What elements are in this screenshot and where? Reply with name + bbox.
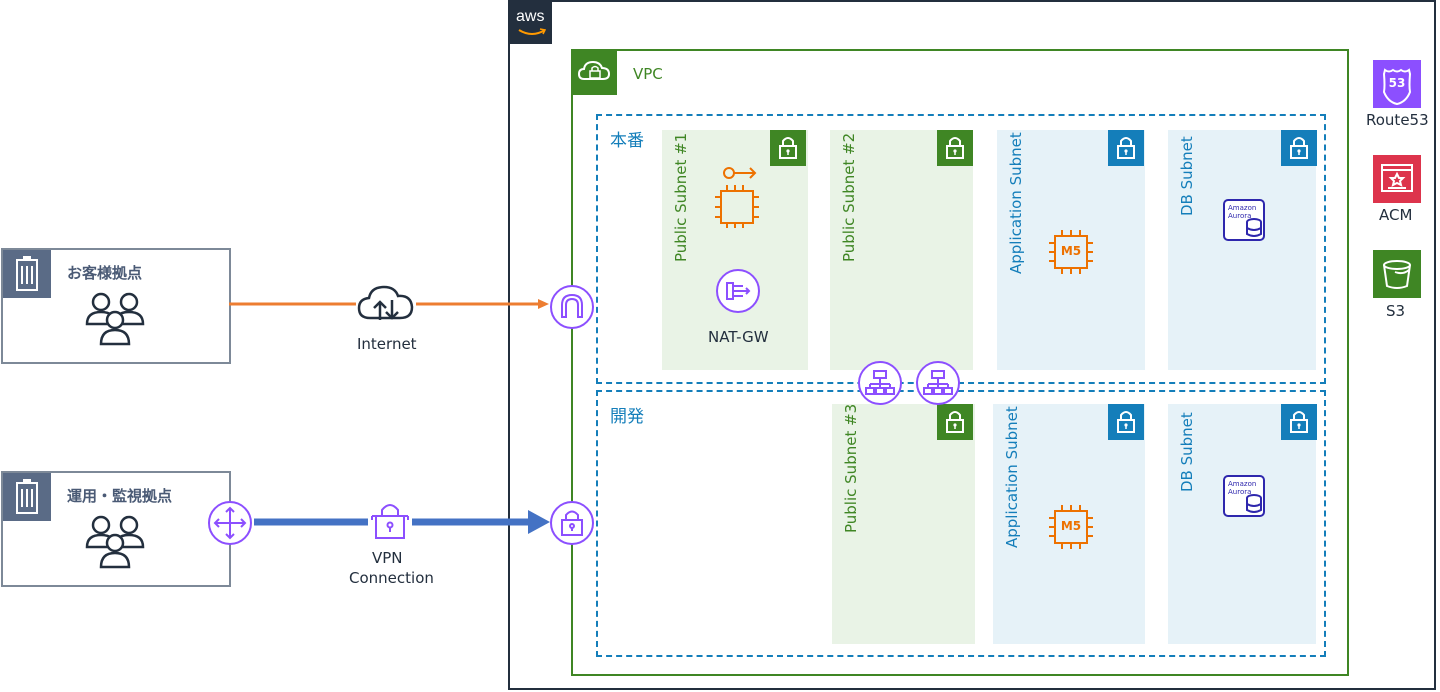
users-icon <box>83 511 149 571</box>
ops-site: 運用・監視拠点 <box>1 471 231 587</box>
internet-gateway-icon <box>549 284 595 330</box>
aurora-label-2: Aurora <box>1228 212 1252 220</box>
load-balancer-icon <box>915 360 961 406</box>
nat-instance-icon <box>713 163 761 229</box>
dev-environment: 開発 <box>596 390 1326 657</box>
ec2-instance-icon: M5 <box>1048 229 1094 275</box>
lock-icon <box>937 130 973 166</box>
aurora-label-2: Aurora <box>1228 488 1252 496</box>
customer-site-title: お客様拠点 <box>67 264 143 282</box>
internet-arrowhead <box>538 299 549 309</box>
s3-icon <box>1373 250 1421 298</box>
office-building-icon <box>3 473 51 521</box>
ops-site-title: 運用・監視拠点 <box>67 487 173 505</box>
router-icon <box>207 500 253 546</box>
ec2-instance-icon: M5 <box>1048 504 1094 550</box>
prod-environment: 本番 <box>596 114 1326 384</box>
aurora-label-1: Amazon <box>1228 480 1257 488</box>
vpc-label: VPC <box>633 65 663 83</box>
public-subnet-3 <box>832 404 975 644</box>
vpn-arrowhead <box>528 510 550 534</box>
route53-icon: 53 <box>1373 60 1421 108</box>
aws-cloud-frame: aws <box>508 0 1436 690</box>
lock-icon <box>937 404 973 440</box>
route53-label: Route53 <box>1366 111 1429 129</box>
ec2-type-label: M5 <box>1060 519 1082 533</box>
lock-icon <box>770 130 806 166</box>
customer-site: お客様拠点 <box>1 248 231 364</box>
vpn-connection-icon <box>368 498 412 544</box>
vpn-label-line2: Connection <box>349 569 434 587</box>
office-building-icon <box>3 250 51 298</box>
public-subnet-1 <box>662 130 808 370</box>
route53-badge: 53 <box>1388 76 1406 90</box>
aurora-database-icon: Amazon Aurora <box>1222 198 1268 244</box>
internet-label: Internet <box>357 335 417 353</box>
dev-application-subnet <box>993 404 1145 644</box>
prod-application-subnet <box>997 130 1145 370</box>
s3-label: S3 <box>1386 302 1406 320</box>
vpn-label-line1: VPN <box>372 549 403 567</box>
acm-icon <box>1373 155 1421 203</box>
internet-cloud-icon <box>356 284 416 326</box>
prod-environment-label: 本番 <box>610 131 644 151</box>
vpc-container: VPC <box>571 49 1349 676</box>
users-icon <box>83 288 149 348</box>
lock-icon <box>1108 404 1144 440</box>
aws-logo-text: aws <box>516 8 545 25</box>
aurora-label-1: Amazon <box>1228 204 1257 212</box>
lock-icon <box>1281 404 1317 440</box>
aurora-database-icon: Amazon Aurora <box>1222 474 1268 520</box>
vpn-gateway-icon <box>549 500 595 546</box>
prod-db-subnet <box>1168 130 1316 370</box>
load-balancer-icon <box>857 360 903 406</box>
acm-label: ACM <box>1379 206 1413 224</box>
dev-db-subnet <box>1168 404 1316 644</box>
nat-gateway-label: NAT-GW <box>708 328 769 346</box>
ec2-type-label: M5 <box>1060 244 1082 258</box>
nat-gateway-icon <box>715 268 761 314</box>
aws-logo: aws <box>510 2 552 44</box>
lock-icon <box>1108 130 1144 166</box>
vpc-cloud-lock-icon <box>573 51 617 95</box>
public-subnet-2 <box>830 130 973 370</box>
lock-icon <box>1281 130 1317 166</box>
dev-environment-label: 開発 <box>610 407 644 427</box>
